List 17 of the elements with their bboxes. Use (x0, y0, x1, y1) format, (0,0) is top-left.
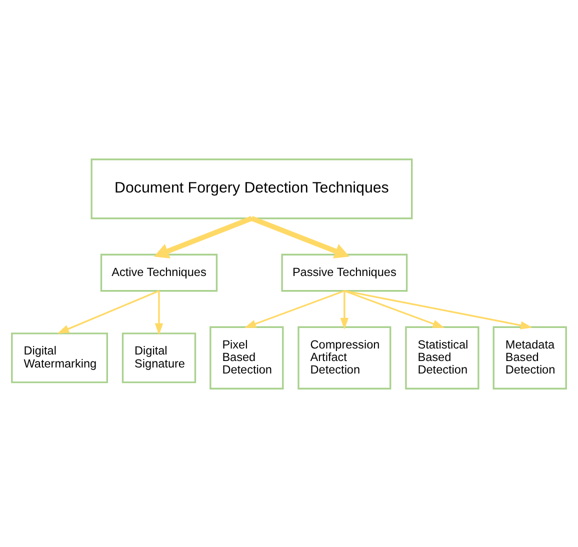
arrow (244, 290, 345, 328)
arrow (340, 290, 349, 330)
node-box: Metadata Based Detection (492, 326, 567, 389)
node-box: Passive Techniques (281, 253, 408, 292)
node-box: Digital Signature (122, 332, 196, 383)
arrow (250, 216, 350, 258)
node-box: Active Techniques (100, 253, 218, 292)
node-box: Compression Artifact Detection (298, 326, 392, 389)
arrow (344, 290, 445, 328)
arrow (154, 290, 164, 335)
node-box: Pixel Based Detection (210, 326, 284, 389)
arrow (154, 216, 253, 258)
node-box: Digital Watermarking (11, 332, 108, 383)
node-box: Document Forgery Detection Techniques (90, 158, 413, 219)
arrow (57, 290, 160, 334)
arrow (344, 290, 532, 329)
node-box: Statistical Based Detection (405, 326, 480, 389)
